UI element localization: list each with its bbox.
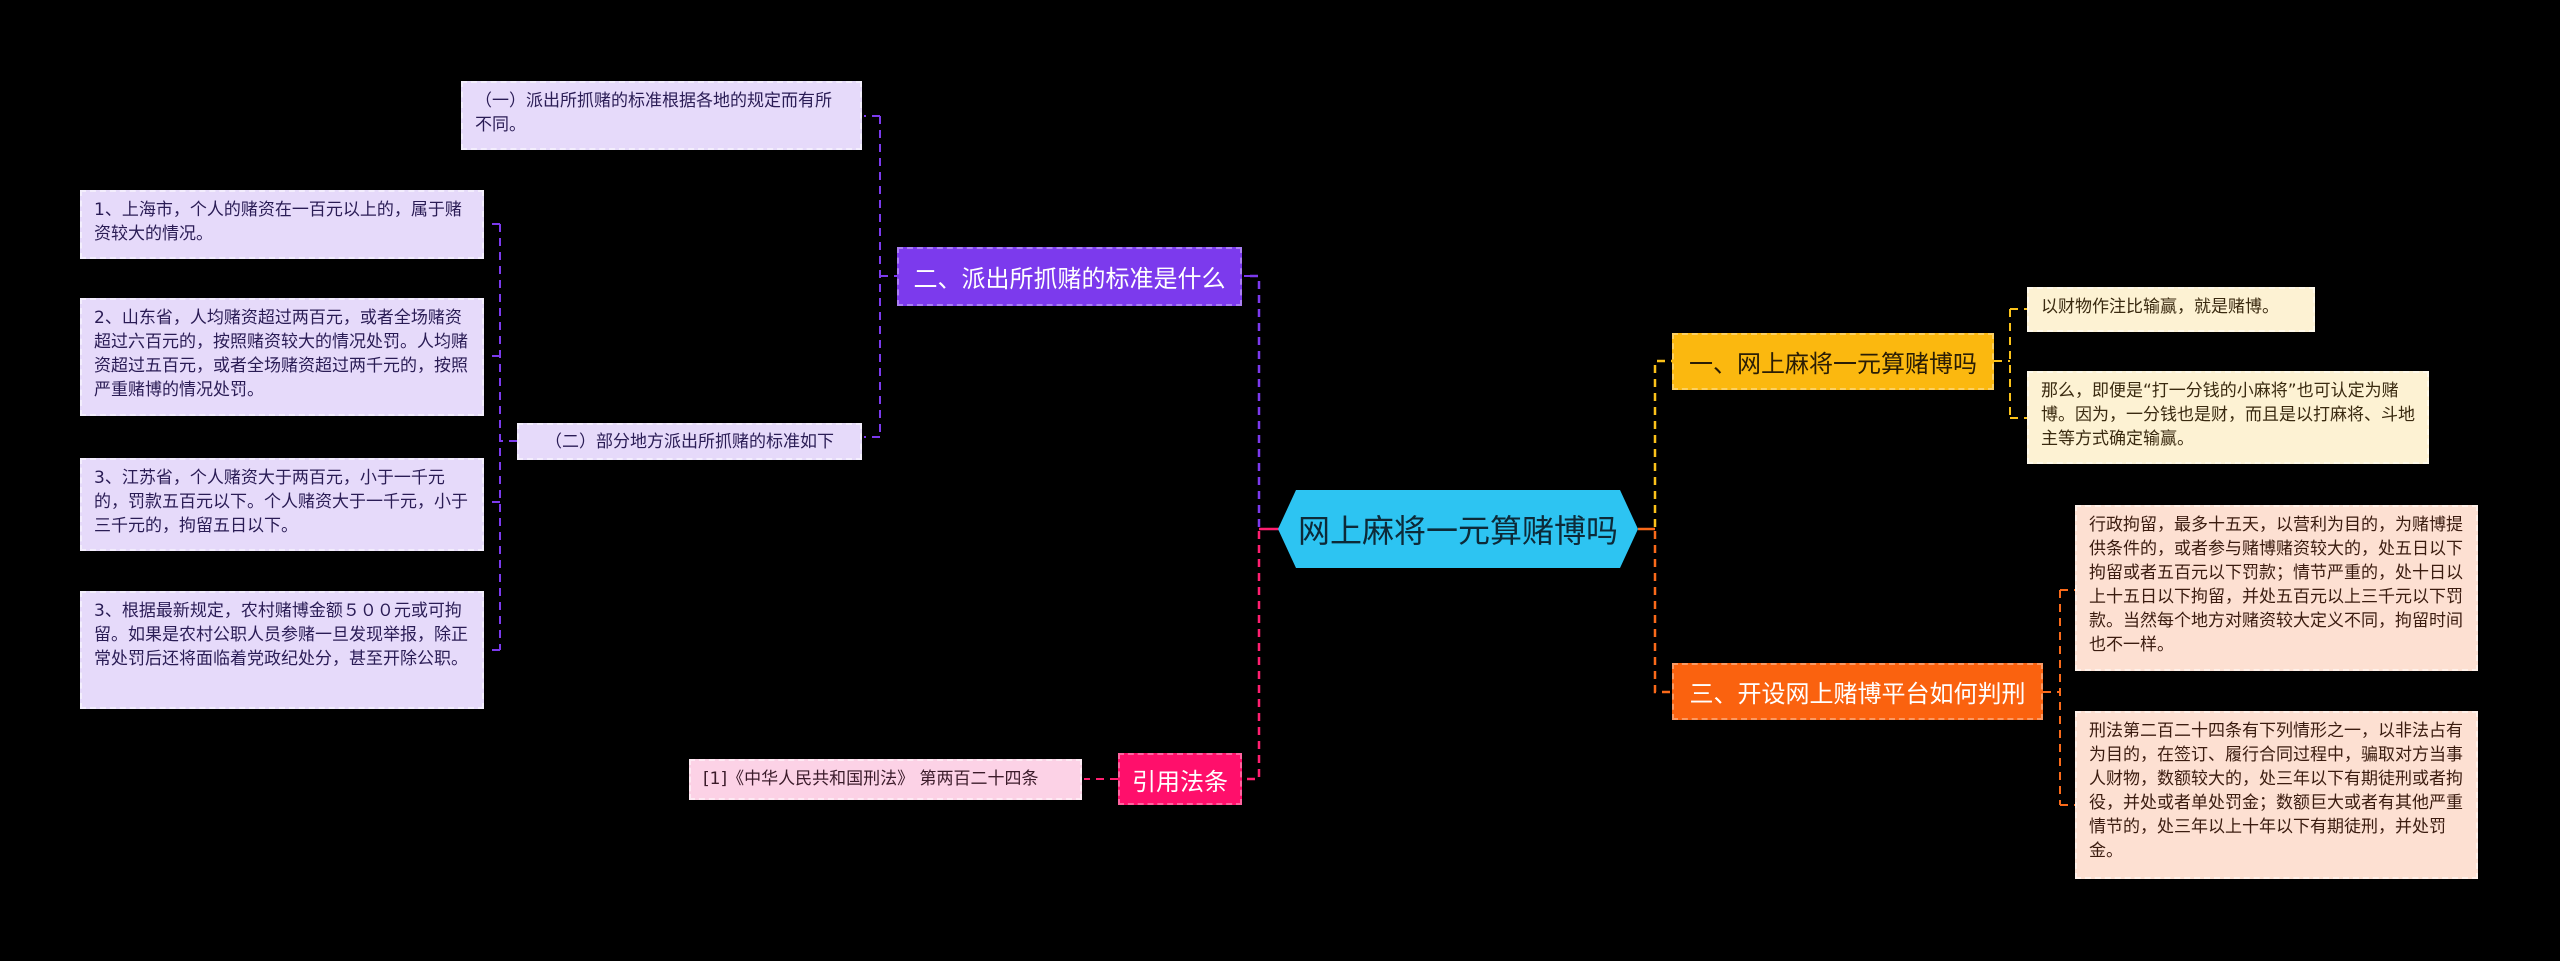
branch-is-gambling[interactable]: 一、网上麻将一元算赌博吗 bbox=[1672, 333, 1994, 390]
leaf-text: 3、江苏省，个人赌资大于两百元，小于一千元的，罚款五百元以下。个人赌资大于一千元… bbox=[94, 468, 468, 536]
leaf-local-jiangsu[interactable]: 3、江苏省，个人赌资大于两百元，小于一千元的，罚款五百元以下。个人赌资大于一千元… bbox=[80, 458, 484, 551]
connector-local-children bbox=[486, 223, 517, 651]
leaf-is-gambling-0[interactable]: 以财物作注比输赢，就是赌博。 bbox=[2027, 287, 2315, 332]
leaf-text: （一）派出所抓赌的标准根据各地的规定而有所不同。 bbox=[475, 91, 832, 135]
branch-platform-label: 三、开设网上赌博平台如何判刑 bbox=[1689, 680, 2026, 708]
leaf-text: 刑法第二百二十四条有下列情形之一，以非法占有为目的，在签订、履行合同过程中，骗取… bbox=[2089, 721, 2463, 861]
leaf-text: （二）部分地方派出所抓赌的标准如下 bbox=[545, 432, 834, 452]
leaf-standard-general[interactable]: （一）派出所抓赌的标准根据各地的规定而有所不同。 bbox=[461, 81, 862, 150]
branch-standard[interactable]: 二、派出所抓赌的标准是什么 bbox=[897, 247, 1242, 306]
branch-standard-label: 二、派出所抓赌的标准是什么 bbox=[913, 265, 1226, 293]
leaf-platform-0[interactable]: 行政拘留，最多十五天，以营利为目的，为赌博提供条件的，或者参与赌博赌资较大的，处… bbox=[2075, 505, 2478, 671]
connector-root-to-is-gambling bbox=[1653, 359, 1672, 527]
leaf-standard-local[interactable]: （二）部分地方派出所抓赌的标准如下 bbox=[517, 423, 862, 460]
connector-platform-children bbox=[2043, 589, 2075, 806]
leaf-text: 1、上海市，个人的赌资在一百元以上的，属于赌资较大的情况。 bbox=[94, 200, 462, 244]
leaf-text: [1]《中华人民共和国刑法》 第两百二十四条 bbox=[703, 769, 1039, 789]
leaf-citation-0[interactable]: [1]《中华人民共和国刑法》 第两百二十四条 bbox=[689, 759, 1082, 800]
connector-is-gambling-children bbox=[1994, 308, 2027, 419]
leaf-text: 行政拘留，最多十五天，以营利为目的，为赌博提供条件的，或者参与赌博赌资较大的，处… bbox=[2089, 515, 2463, 655]
connector-root-to-citation bbox=[1244, 531, 1261, 781]
leaf-text: 以财物作注比输赢，就是赌博。 bbox=[2041, 297, 2279, 317]
branch-citation[interactable]: 引用法条 bbox=[1118, 753, 1242, 805]
root-topic[interactable]: 网上麻将一元算赌博吗 bbox=[1278, 490, 1638, 568]
leaf-text: 3、根据最新规定，农村赌博金额５００元或可拘留。如果是农村公职人员参赌一旦发现举… bbox=[94, 601, 468, 669]
leaf-text: 2、山东省，人均赌资超过两百元，或者全场赌资超过六百元的，按照赌资较大的情况处罚… bbox=[94, 308, 468, 400]
leaf-local-rural[interactable]: 3、根据最新规定，农村赌博金额５００元或可拘留。如果是农村公职人员参赌一旦发现举… bbox=[80, 591, 484, 709]
connector-root-to-platform bbox=[1653, 531, 1672, 694]
connector-root-to-standard bbox=[1244, 274, 1261, 527]
leaf-text: 那么，即便是“打一分钱的小麻将”也可认定为赌博。因为，一分钱也是财，而且是以打麻… bbox=[2041, 381, 2415, 449]
branch-citation-label: 引用法条 bbox=[1132, 767, 1228, 796]
leaf-is-gambling-1[interactable]: 那么，即便是“打一分钱的小麻将”也可认定为赌博。因为，一分钱也是财，而且是以打麻… bbox=[2027, 371, 2429, 464]
connector-standard-children bbox=[864, 115, 1258, 438]
root-topic-label: 网上麻将一元算赌博吗 bbox=[1297, 512, 1618, 550]
branch-is-gambling-label: 一、网上麻将一元算赌博吗 bbox=[1689, 350, 1977, 378]
leaf-local-shandong[interactable]: 2、山东省，人均赌资超过两百元，或者全场赌资超过六百元的，按照赌资较大的情况处罚… bbox=[80, 298, 484, 416]
leaf-local-shanghai[interactable]: 1、上海市，个人的赌资在一百元以上的，属于赌资较大的情况。 bbox=[80, 190, 484, 259]
branch-platform[interactable]: 三、开设网上赌博平台如何判刑 bbox=[1672, 663, 2043, 720]
leaf-platform-1[interactable]: 刑法第二百二十四条有下列情形之一，以非法占有为目的，在签订、履行合同过程中，骗取… bbox=[2075, 711, 2478, 879]
